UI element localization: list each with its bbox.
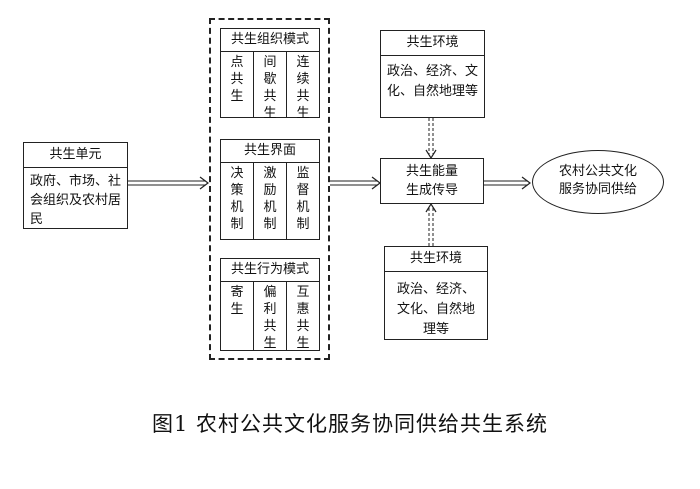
modes-dashed-frame — [209, 18, 330, 360]
env-bottom-body: 政治、经济、文化、自然地理等 — [396, 282, 475, 337]
arrow-unit-to-modes — [128, 176, 209, 190]
figure-caption: 图1 农村公共文化服务协同供给共生系统 — [151, 412, 549, 436]
symbiotic-unit-box: 共生单元 政府、市场、社会组织及农村居民 — [23, 142, 128, 229]
env-top-title: 共生环境 — [381, 31, 484, 56]
env-top-body: 政治、经济、文化、自然地理等 — [387, 64, 479, 99]
interface-title: 共生界面 — [221, 140, 319, 163]
outcome-line1: 农村公共文化 — [558, 164, 637, 179]
org-mode-title: 共生组织模式 — [221, 29, 319, 52]
unit-title: 共生单元 — [24, 143, 127, 168]
energy-line1: 共生能量 — [405, 164, 458, 179]
arrow-energy-to-outcome — [484, 176, 531, 190]
outcome-line2: 服务协同供给 — [558, 182, 637, 197]
org-mode-col: 点共生 — [221, 52, 254, 117]
interface-col: 激励机制 — [254, 163, 287, 239]
arrow-env-bottom-to-energy — [425, 202, 437, 246]
org-mode-col: 间歇共生 — [254, 52, 287, 121]
org-mode-box: 共生组织模式 点共生 间歇共生 连续共生 — [220, 28, 320, 121]
behavior-box: 共生行为模式 寄生 偏利共生 互惠共生 — [220, 258, 320, 351]
environment-top-box: 共生环境 政治、经济、文化、自然地理等 — [380, 30, 485, 118]
interface-col: 决策机制 — [221, 163, 254, 239]
org-mode-col: 连续共生 — [296, 55, 310, 121]
energy-line2: 生成传导 — [405, 183, 458, 198]
arrow-env-top-to-energy — [425, 118, 437, 160]
interface-col: 监督机制 — [296, 166, 310, 232]
behavior-title: 共生行为模式 — [221, 259, 319, 282]
interface-box: 共生界面 决策机制 激励机制 监督机制 — [220, 139, 320, 240]
unit-body: 政府、市场、社会组织及农村居民 — [30, 174, 122, 227]
env-bottom-title: 共生环境 — [385, 247, 487, 272]
outcome-ellipse: 农村公共文化 服务协同供给 — [532, 150, 664, 214]
behavior-col: 偏利共生 — [254, 282, 287, 351]
energy-box: 共生能量 生成传导 — [380, 158, 484, 204]
environment-bottom-box: 共生环境 政治、经济、文化、自然地理等 — [384, 246, 488, 340]
behavior-col: 寄生 — [221, 282, 254, 350]
arrow-modes-to-energy — [330, 176, 381, 190]
behavior-col: 互惠共生 — [296, 285, 310, 351]
